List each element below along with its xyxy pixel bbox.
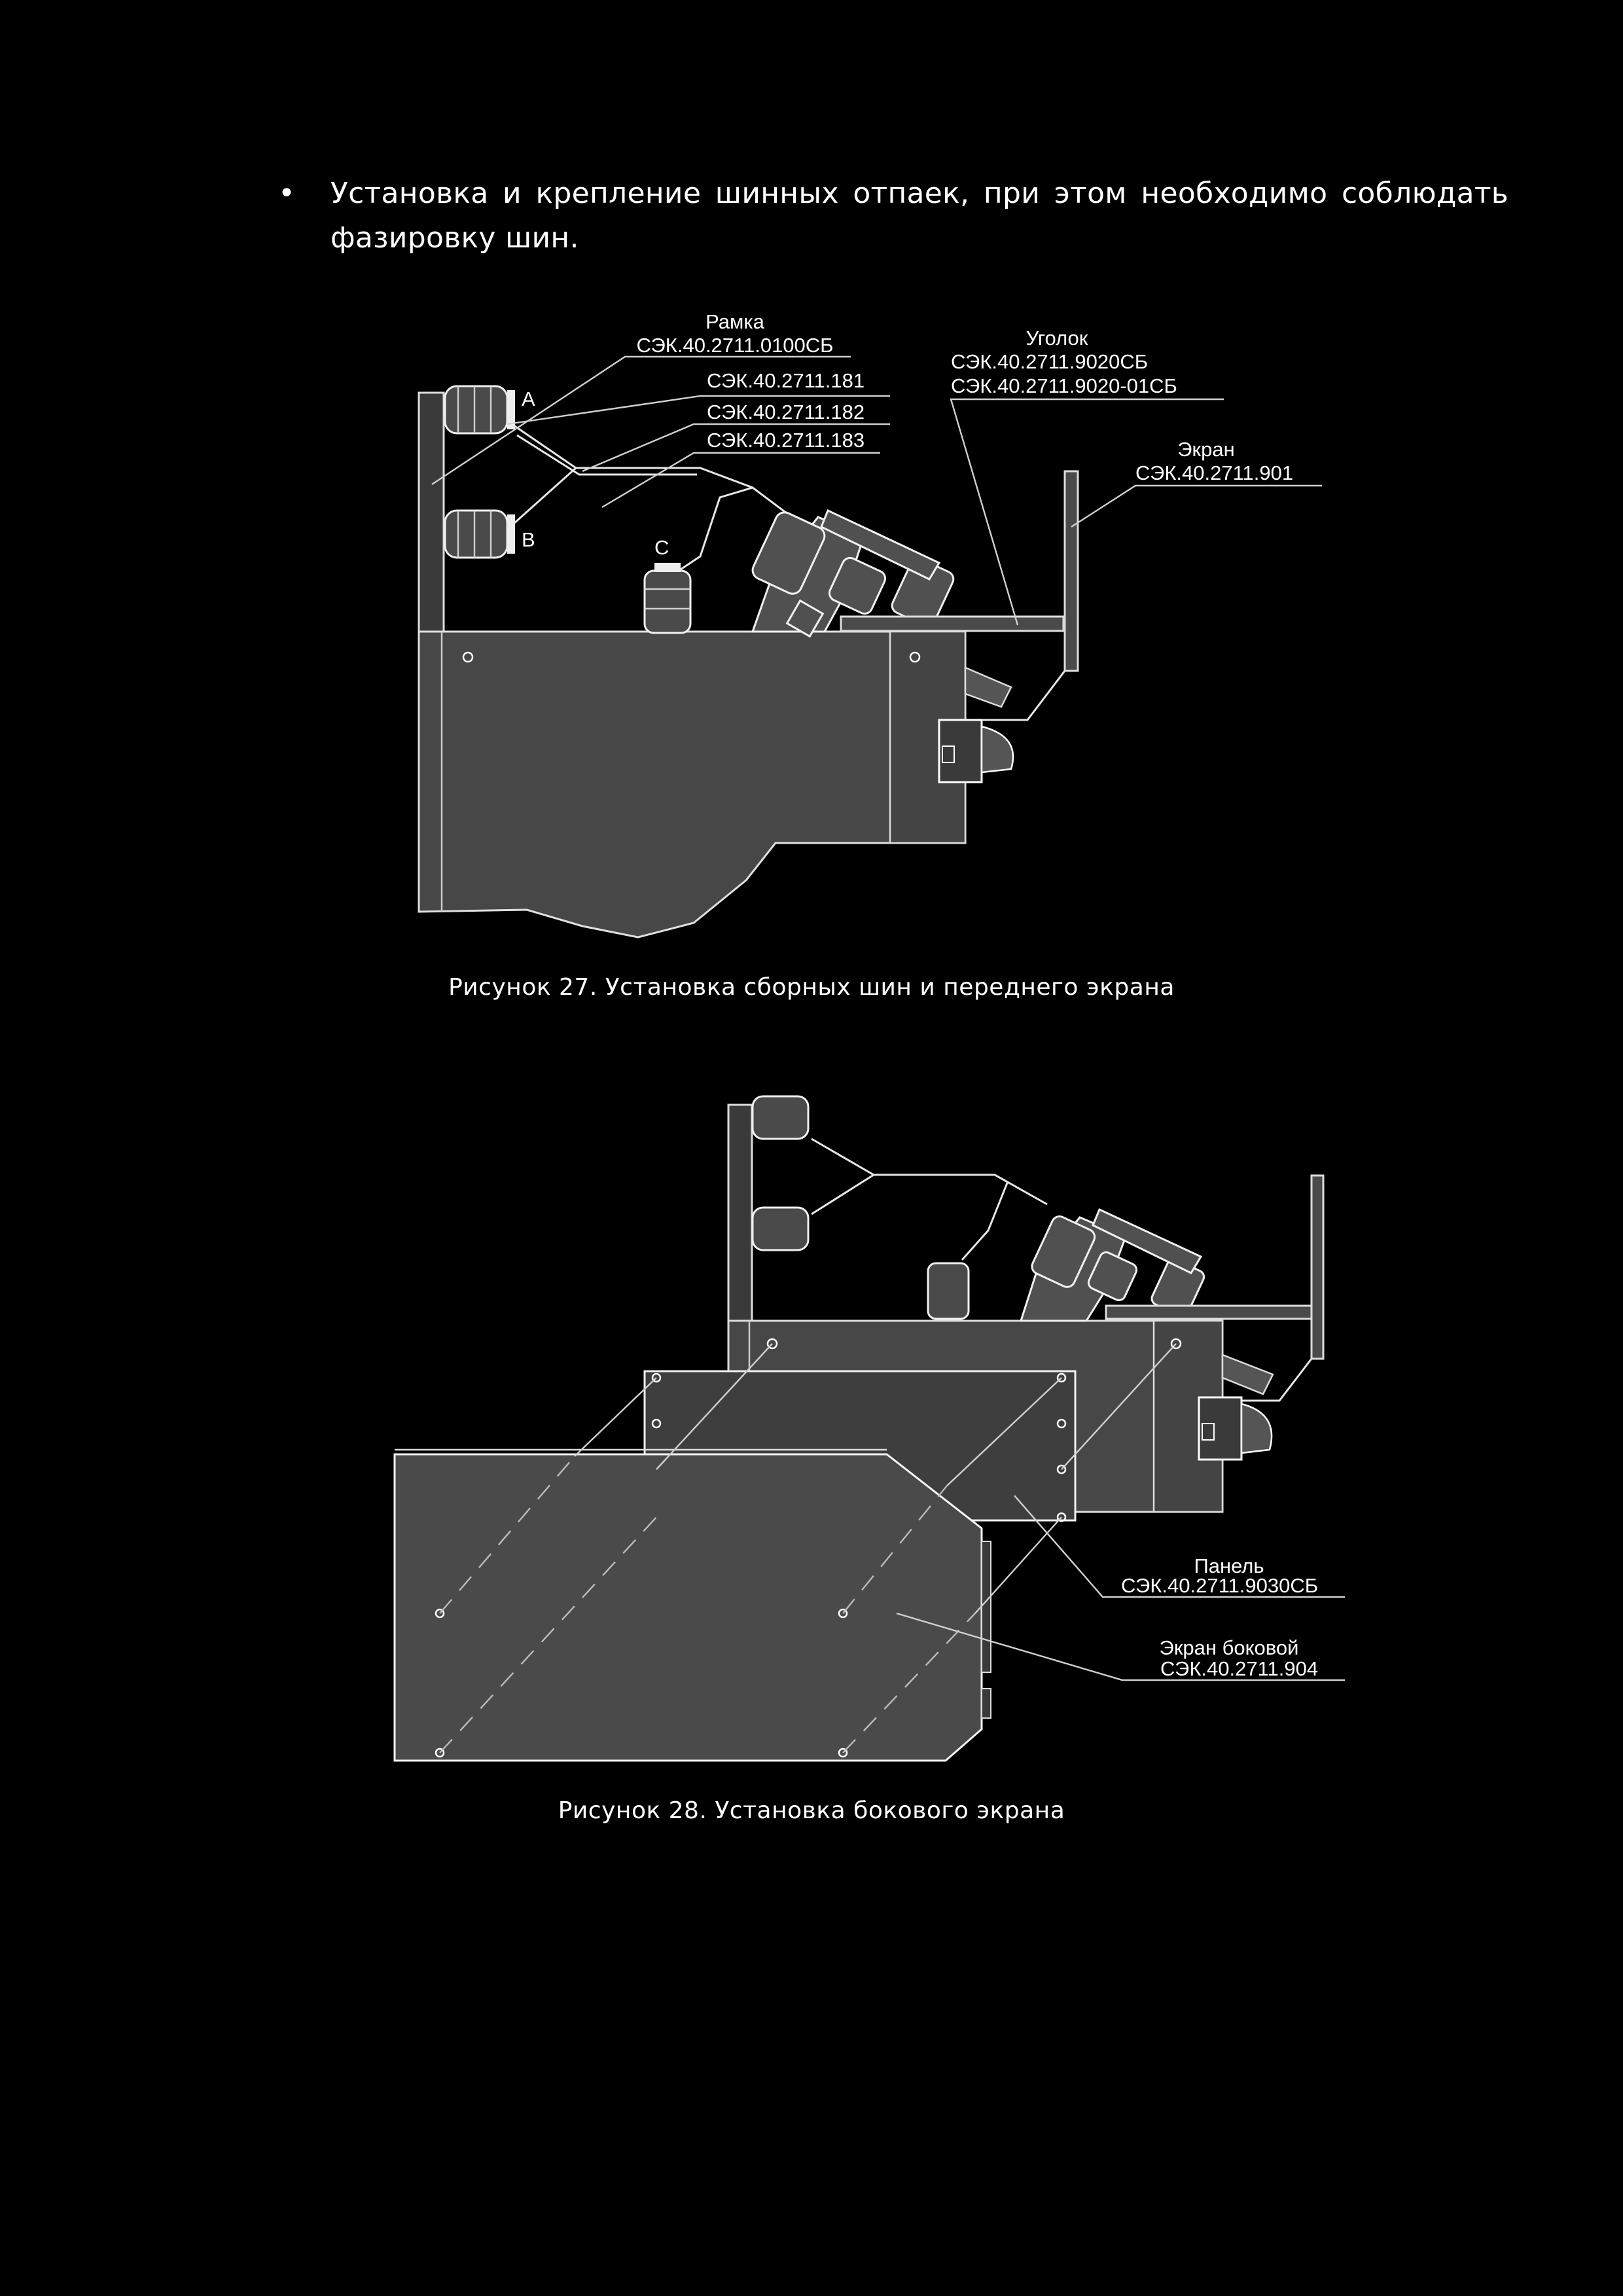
label-phase-b: B	[522, 528, 535, 551]
label-angle-title: Уголок	[1026, 327, 1088, 350]
label-frame-title: Рамка	[705, 310, 764, 333]
label-panel-title: Панель	[1194, 1554, 1264, 1577]
label-bus-182: СЭК.40.2711.182	[707, 401, 865, 423]
label-side-screen-title: Экран боковой	[1160, 1636, 1299, 1659]
label-bus-183: СЭК.40.2711.183	[707, 429, 865, 452]
label-side-screen-code: СЭК.40.2711.904	[1160, 1657, 1318, 1680]
figure-28-drawing: Панель СЭК.40.2711.9030СБ Экран боковой …	[393, 1095, 1345, 1762]
label-panel-code: СЭК.40.2711.9030СБ	[1121, 1574, 1318, 1597]
bullet-text: Установка и крепление шинных отпаек, при…	[330, 177, 1508, 255]
label-phase-c: C	[654, 536, 669, 559]
label-bus-181: СЭК.40.2711.181	[707, 369, 865, 392]
label-phase-a: A	[522, 387, 535, 410]
figure-27-drawing: Рамка СЭК.40.2711.0100СБ СЭК.40.2711.181…	[418, 310, 1322, 939]
label-angle-code-1: СЭК.40.2711.9020СБ	[951, 350, 1148, 373]
figure-28-caption: Рисунок 28. Установка бокового экрана	[558, 1797, 1065, 1824]
figure-27-caption: Рисунок 27. Установка сборных шин и пере…	[448, 974, 1175, 1001]
label-screen-title: Экран	[1177, 438, 1234, 461]
label-screen-code: СЭК.40.2711.901	[1135, 461, 1293, 484]
label-angle-code-2: СЭК.40.2711.9020-01СБ	[951, 374, 1177, 397]
label-frame-code: СЭК.40.2711.0100СБ	[636, 334, 833, 357]
bullet-marker: •	[278, 177, 295, 210]
